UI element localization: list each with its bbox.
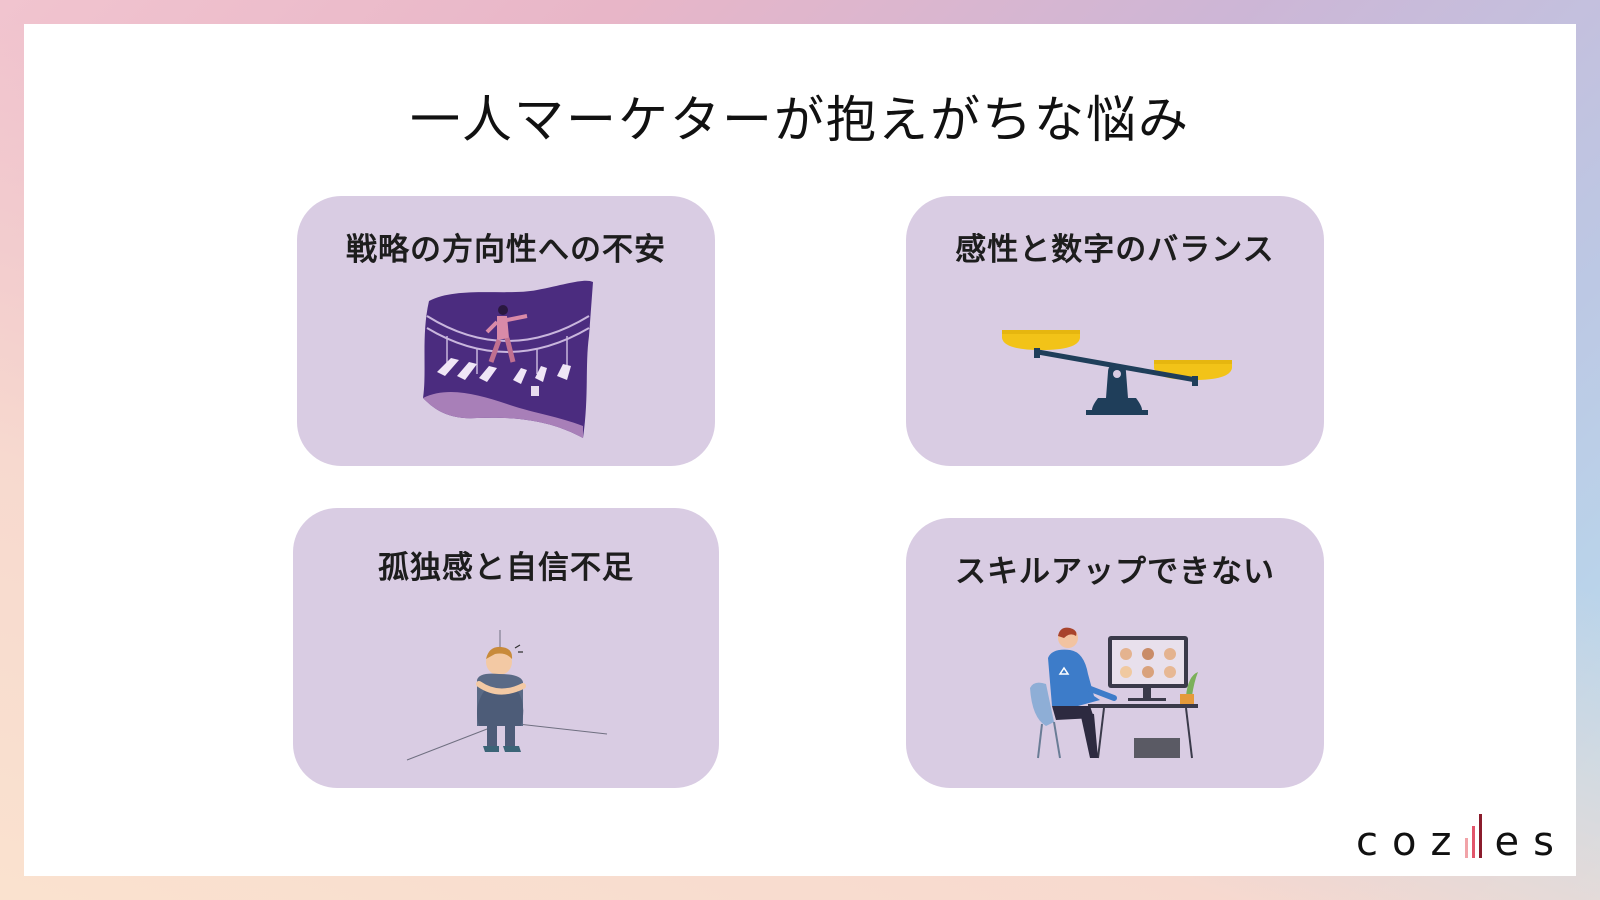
- card-title: 感性と数字のバランス: [955, 232, 1275, 268]
- card-strategy-anxiety: 戦略の方向性への不安: [297, 196, 715, 466]
- video-meeting-icon: [1030, 627, 1198, 759]
- logo-bars-icon: [1465, 810, 1483, 858]
- cozies-logo: coz es: [1356, 812, 1568, 862]
- card-title: 孤独感と自信不足: [378, 550, 634, 586]
- card-title: 戦略の方向性への不安: [346, 232, 666, 268]
- card-isolation: 孤独感と自信不足: [293, 508, 719, 788]
- page-title: 一人マーケターが抱えがちな悩み: [410, 91, 1190, 149]
- logo-text-left: coz: [1356, 819, 1466, 865]
- logo-text-right: es: [1494, 819, 1568, 865]
- card-skill-up: スキルアップできない: [906, 518, 1324, 788]
- suspension-bridge-icon: [423, 280, 593, 438]
- balance-scale-icon: [1002, 330, 1232, 415]
- card-title: スキルアップできない: [955, 554, 1275, 590]
- lonely-person-icon: [406, 630, 608, 761]
- card-sense-and-numbers: 感性と数字のバランス: [906, 196, 1324, 466]
